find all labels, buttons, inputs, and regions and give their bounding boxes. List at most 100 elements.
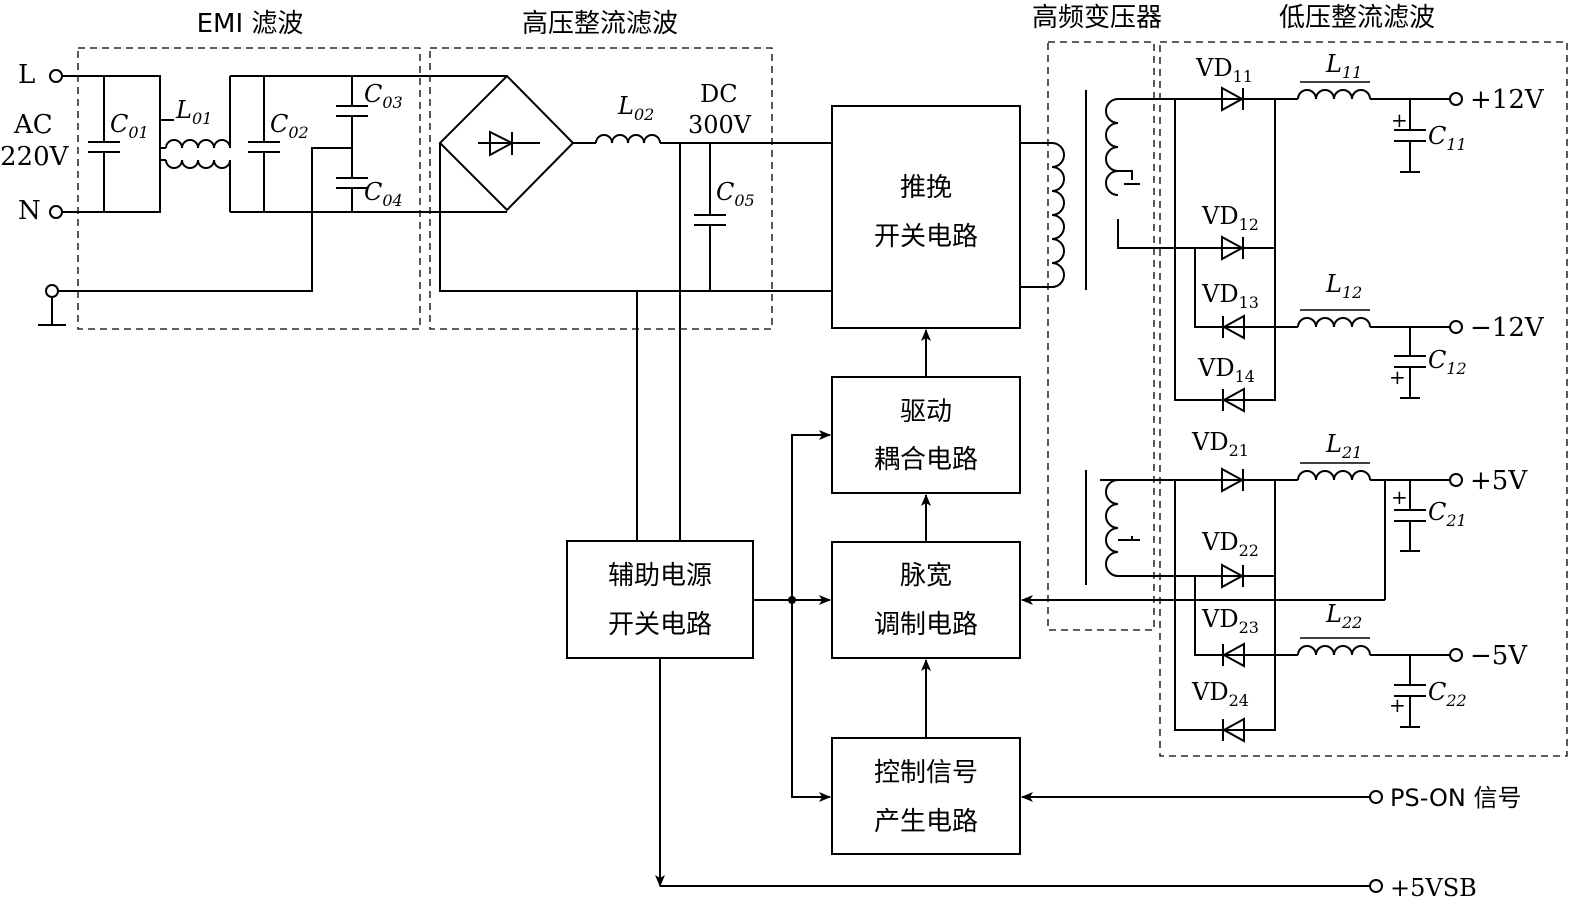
label-C05: C05 [716, 178, 755, 210]
C22-plus: + [1389, 693, 1406, 717]
bridge-rectifier [438, 74, 575, 212]
hv-section-title: 高压整流滤波 [522, 9, 678, 39]
control-line2: 产生电路 [874, 807, 978, 837]
terminal-m12v [1449, 320, 1463, 334]
label-C03: C03 [364, 80, 403, 112]
lv-section-box [1159, 41, 1568, 757]
wire-12v-diode-bus2 [1194, 248, 1275, 328]
label-L02: L02 [617, 92, 654, 124]
wire-L01 [159, 76, 231, 212]
capacitor-C03-C04 [336, 76, 368, 212]
output-ps-on: PS-ON 信号 [1390, 784, 1522, 812]
label-L11: L11 [1325, 50, 1362, 82]
C12-plus: + [1389, 365, 1406, 389]
wire-negative-rail [439, 143, 832, 292]
driver-coupling-block [831, 376, 1021, 494]
terminal-L [49, 69, 63, 83]
aux-line1: 辅助电源 [608, 561, 712, 591]
inductor-L01-top [165, 139, 231, 149]
lv-section-title: 低压整流滤波 [1279, 3, 1435, 33]
C21-plus: + [1391, 485, 1408, 509]
label-C22: C22 [1428, 678, 1467, 710]
label-C21: C21 [1428, 498, 1467, 530]
diode-VD24 [1221, 717, 1245, 743]
label-C12: C12 [1428, 346, 1467, 378]
diode-VD22 [1221, 563, 1245, 589]
ac-label: AC [13, 110, 53, 140]
label-C01: C01 [110, 110, 149, 142]
input-L-label: L [18, 60, 35, 90]
wire-N [62, 170, 161, 213]
emi-section-box [77, 47, 421, 330]
arrow-aux-to-driver [791, 430, 831, 600]
dc-label: DC [700, 80, 738, 108]
transformer-section-title: 高频变压器 [1032, 3, 1162, 33]
wire-ground [58, 147, 352, 292]
output-p12v: +12V [1470, 85, 1545, 115]
C11-plus: + [1391, 108, 1408, 132]
inductor-L01-bottom [165, 159, 231, 169]
capacitor-C21 [1394, 480, 1426, 552]
label-VD24: VD24 [1191, 678, 1249, 710]
terminal-p5v [1449, 473, 1463, 487]
push-pull-line1: 推挽 [900, 173, 952, 203]
label-VD13: VD13 [1201, 280, 1259, 312]
capacitor-C05 [694, 143, 726, 291]
label-VD12: VD12 [1201, 202, 1259, 234]
diode-icon [478, 130, 540, 157]
diode-VD14 [1221, 387, 1245, 413]
control-line1: 控制信号 [874, 758, 978, 788]
pwm-block [831, 541, 1021, 659]
pwm-line1: 脉宽 [900, 561, 952, 591]
driver-line1: 驱动 [900, 397, 952, 427]
label-VD23: VD23 [1201, 605, 1259, 637]
label-L22: L22 [1325, 600, 1362, 632]
push-pull-line2: 开关电路 [874, 222, 978, 252]
aux-line2: 开关电路 [608, 610, 712, 640]
diode-VD23 [1221, 642, 1245, 668]
label-VD21: VD21 [1191, 428, 1249, 460]
inductor-L12 [1297, 317, 1371, 328]
arrow-aux-to-control [791, 600, 831, 802]
label-C04: C04 [364, 178, 403, 210]
diode-VD11 [1221, 86, 1245, 112]
dc-voltage-label: 300V [688, 111, 752, 139]
terminal-5vsb [1369, 879, 1383, 893]
capacitor-C12 [1394, 327, 1426, 399]
input-N-label: N [18, 196, 41, 226]
control-signal-block [831, 737, 1021, 855]
secondary-winding-1 [1105, 98, 1119, 196]
diode-VD21 [1221, 467, 1245, 493]
ac-voltage-label: 220V [0, 142, 70, 172]
label-C02: C02 [270, 110, 309, 142]
aux-power-block [566, 540, 754, 659]
label-VD11: VD11 [1195, 54, 1253, 86]
ground-symbol [38, 297, 66, 326]
sec1-center-tap [1118, 170, 1140, 185]
wire-5v-diode-bus2 [1194, 576, 1275, 656]
inductor-L21 [1297, 470, 1371, 481]
output-m5v: −5V [1470, 641, 1528, 671]
pwm-line2: 调制电路 [874, 610, 978, 640]
output-m12v: −12V [1470, 313, 1545, 343]
transformer-section-box [1047, 41, 1155, 631]
diode-VD13 [1221, 314, 1245, 340]
label-L21: L21 [1325, 430, 1362, 462]
inductor-L22 [1297, 645, 1371, 656]
output-p5v: +5V [1470, 466, 1528, 496]
label-L12: L12 [1325, 270, 1362, 302]
capacitor-C11 [1394, 99, 1426, 173]
output-5vsb: +5VSB [1390, 874, 1477, 902]
transformer-primary [1020, 142, 1065, 288]
label-L01: L01 [175, 96, 212, 128]
terminal-p12v [1449, 92, 1463, 106]
sec2-center-tap [1118, 536, 1140, 541]
hv-section-box [429, 47, 773, 330]
inductor-L11 [1297, 89, 1371, 100]
terminal-ps-on [1369, 790, 1383, 804]
label-C11: C11 [1428, 122, 1467, 154]
wire-L01-in [159, 119, 174, 170]
emi-section-title: EMI 滤波 [197, 9, 304, 39]
label-VD14: VD14 [1197, 354, 1255, 386]
